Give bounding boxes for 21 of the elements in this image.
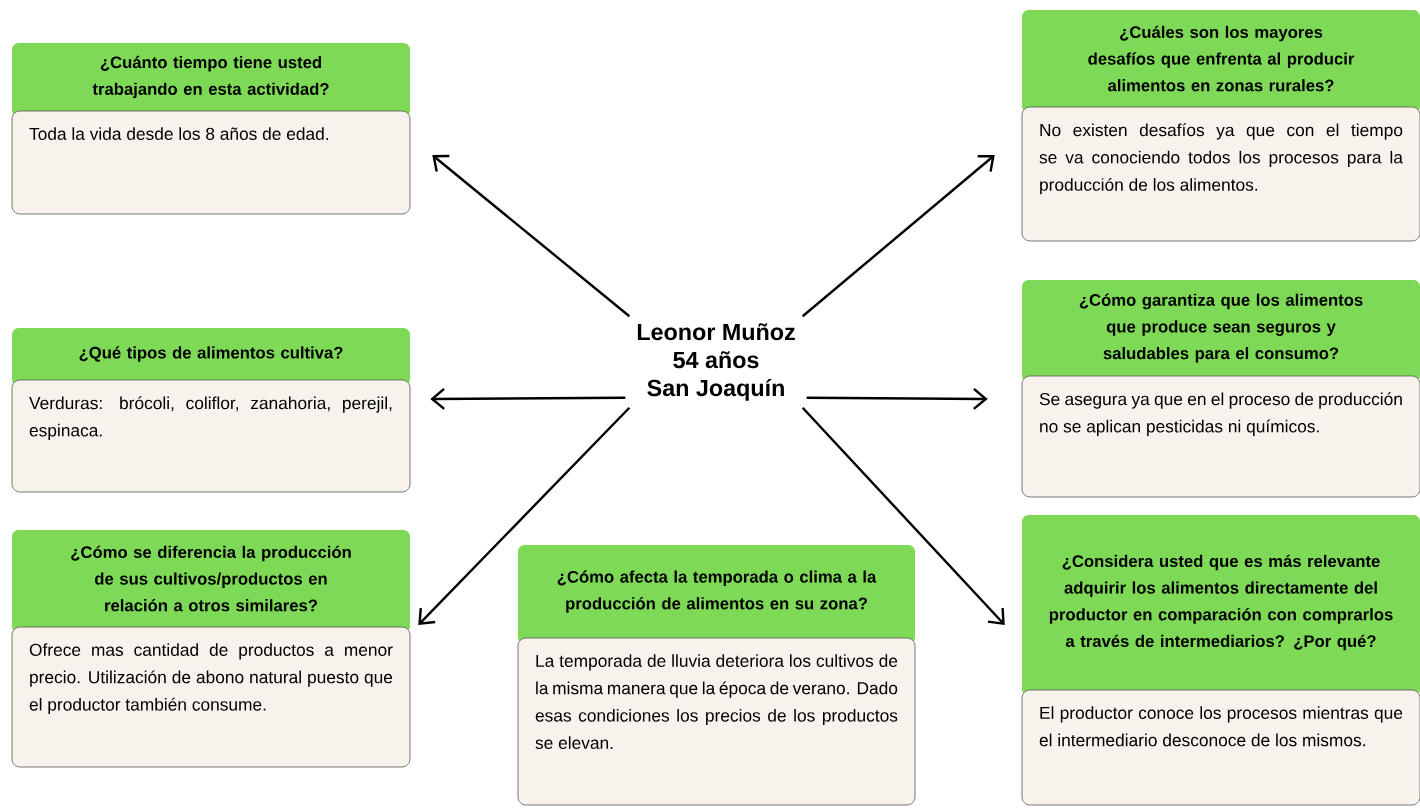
- answer-box: Toda la vida desde los 8 años de edad.: [11, 110, 411, 215]
- answer-box: Se asegura ya que en el proceso de producción no se aplican pesticidas ni químicos.: [1021, 375, 1420, 498]
- answer-box: La temporada de lluvia deteriora los cultivos de la misma manera que la época de verano. Dado esas condiciones los precios de los productos se elevan.: [517, 637, 916, 806]
- answer-box: No existen desafíos ya que con el tiempo se va conociendo todos los procesos para la producción de los alimentos.: [1021, 106, 1420, 242]
- question-header: ¿Cuánto tiempo tiene usted trabajando en esta actividad?: [12, 43, 410, 117]
- arrow: [432, 154, 631, 318]
- arrow: [430, 388, 626, 410]
- answer-box: Verduras: brócoli, coliflor, zanahoria, perejil, espinaca.: [11, 379, 411, 493]
- question-header: ¿Cómo garantiza que los alimentos que produce sean seguros y saludables para el consumo?: [1022, 280, 1420, 382]
- question-header: ¿Considera usted que es más relevante adquirir los alimentos directamente del productor en comparación con comprarlos a través de intermediarios? ¿Por qué?: [1022, 515, 1420, 696]
- center-title: Leonor Muñoz 54 años San Joaquín: [637, 323, 795, 401]
- question-header: ¿Cómo afecta la temporada o clima a la producción de alimentos en su zona?: [518, 545, 915, 644]
- question-header: ¿Cuáles son los mayores desafíos que enfrenta al producir alimentos en zonas rurales?: [1022, 10, 1420, 113]
- answer-box: Ofrece mas cantidad de productos a menor precio. Utilización de abono natural puesto que el productor también consume.: [11, 626, 411, 768]
- question-header: ¿Qué tipos de alimentos cultiva?: [12, 328, 410, 386]
- question-header: ¿Cómo se diferencia la producción de sus cultivos/productos en relación a otros similares?: [12, 530, 410, 633]
- arrow: [801, 406, 1005, 625]
- answer-box: El productor conoce los procesos mientras que el intermediario desconoce de los mismos.: [1021, 689, 1420, 806]
- arrow: [418, 406, 631, 625]
- arrow: [806, 388, 988, 410]
- arrow: [801, 155, 995, 318]
